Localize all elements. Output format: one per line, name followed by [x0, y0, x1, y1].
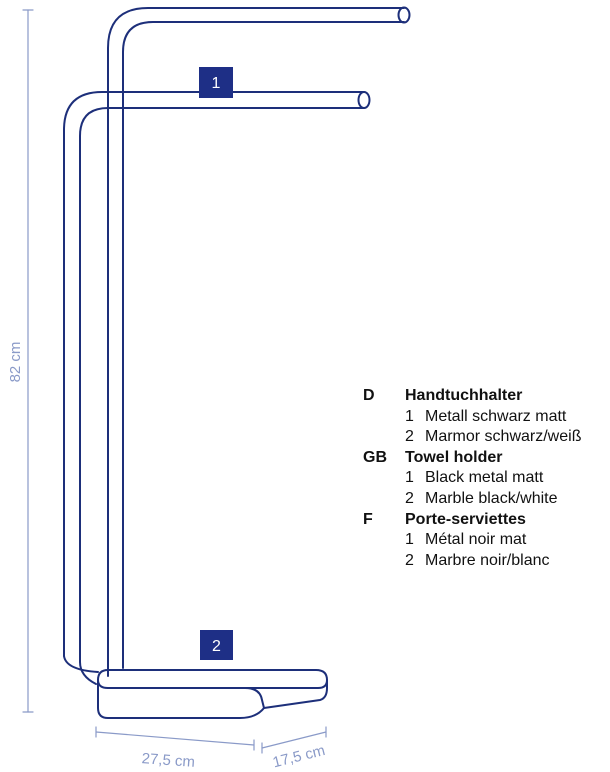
- item-material: Marbre noir/blanc: [425, 551, 550, 569]
- item-number: 1: [405, 469, 414, 487]
- part-1-number: 1: [212, 75, 221, 92]
- product-name: Handtuchhalter: [405, 387, 523, 404]
- marble-base-front: [97, 679, 328, 719]
- item-material: Marble black/white: [425, 489, 558, 507]
- item-number: 2: [405, 489, 414, 507]
- item-material: Metall schwarz matt: [425, 407, 567, 425]
- item-material: Marmor schwarz/weiß: [425, 428, 582, 446]
- item-material: Black metal matt: [425, 469, 544, 487]
- item-number: 2: [405, 551, 414, 569]
- part-2-number: 2: [212, 638, 221, 655]
- front-rod-end: [357, 91, 371, 109]
- item-number: 1: [405, 407, 414, 425]
- width-dimension-line: [95, 731, 255, 746]
- language-code: D: [363, 387, 375, 404]
- item-number: 2: [405, 428, 414, 446]
- front-rod-outline: [63, 91, 365, 657]
- product-name: Towel holder: [405, 448, 503, 466]
- depth-label: 17,5 cm: [271, 742, 327, 771]
- front-rod-inner: [79, 107, 365, 663]
- product-name: Porte-serviettes: [405, 510, 526, 528]
- part-2-badge: 2: [200, 630, 233, 660]
- language-code: F: [363, 510, 373, 528]
- back-rod-inner: [122, 21, 405, 669]
- item-material: Métal noir mat: [425, 531, 527, 549]
- item-number: 1: [405, 531, 414, 549]
- back-rod-outline: [107, 7, 405, 677]
- depth-dimension-line: [261, 731, 327, 749]
- part-1-badge: 1: [199, 67, 233, 98]
- language-code: GB: [363, 448, 387, 466]
- width-label: 27,5 cm: [141, 750, 195, 771]
- marble-base-top: [97, 669, 328, 689]
- back-rod-end: [397, 6, 411, 24]
- height-label: 82 cm: [7, 342, 24, 383]
